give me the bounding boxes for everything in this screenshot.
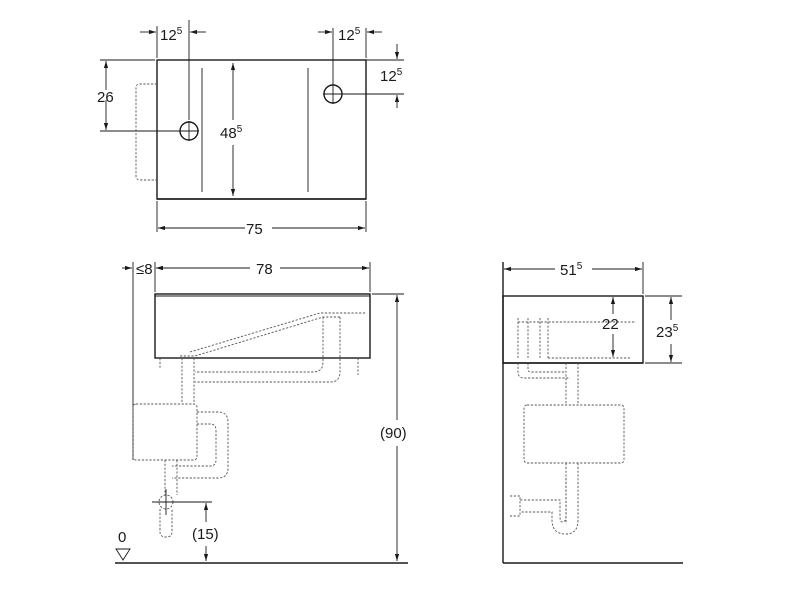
dim-front-width: 78 — [256, 261, 273, 278]
floor-level-marker-icon — [115, 548, 131, 561]
tap-hole-right — [323, 84, 343, 104]
dim-side-bowl-height: 22 — [602, 316, 619, 333]
dim-front-wall-gap: ≤8 — [136, 261, 153, 278]
dim-inner-depth: 485 — [220, 124, 243, 142]
dim-top-width: 75 — [246, 221, 263, 238]
front-view-basin — [154, 293, 371, 359]
front-view-u-trap — [172, 411, 229, 479]
dim-right-vertical-offset: 125 — [380, 67, 403, 85]
front-view-outlet — [152, 489, 180, 515]
side-view: 515 22 235 — [502, 261, 683, 564]
side-view-trap-box — [523, 404, 625, 464]
front-view: ≤8 78 (90) (15) 0 — [115, 261, 408, 564]
front-view-bowl-slope — [180, 316, 340, 357]
top-view-basin-outline — [156, 59, 367, 200]
dim-overall-height: (90) — [380, 425, 407, 442]
side-view-basin — [502, 295, 644, 364]
dim-left-height: 26 — [97, 89, 114, 106]
dim-top-right-offset: 125 — [338, 26, 361, 44]
dim-drain-height: (15) — [192, 526, 219, 543]
side-view-trap — [520, 463, 579, 535]
front-view-trap-box — [132, 403, 198, 461]
floor-level-label: 0 — [118, 529, 126, 546]
dim-top-left-offset: 125 — [160, 26, 183, 44]
dim-side-depth: 515 — [560, 261, 583, 279]
top-view: 125 125 125 26 485 75 — [97, 20, 404, 238]
top-view-towel-rail — [135, 83, 157, 181]
tap-hole-left — [179, 121, 199, 141]
dim-side-total-height: 235 — [656, 323, 679, 341]
front-view-drain-pipe — [181, 358, 195, 404]
